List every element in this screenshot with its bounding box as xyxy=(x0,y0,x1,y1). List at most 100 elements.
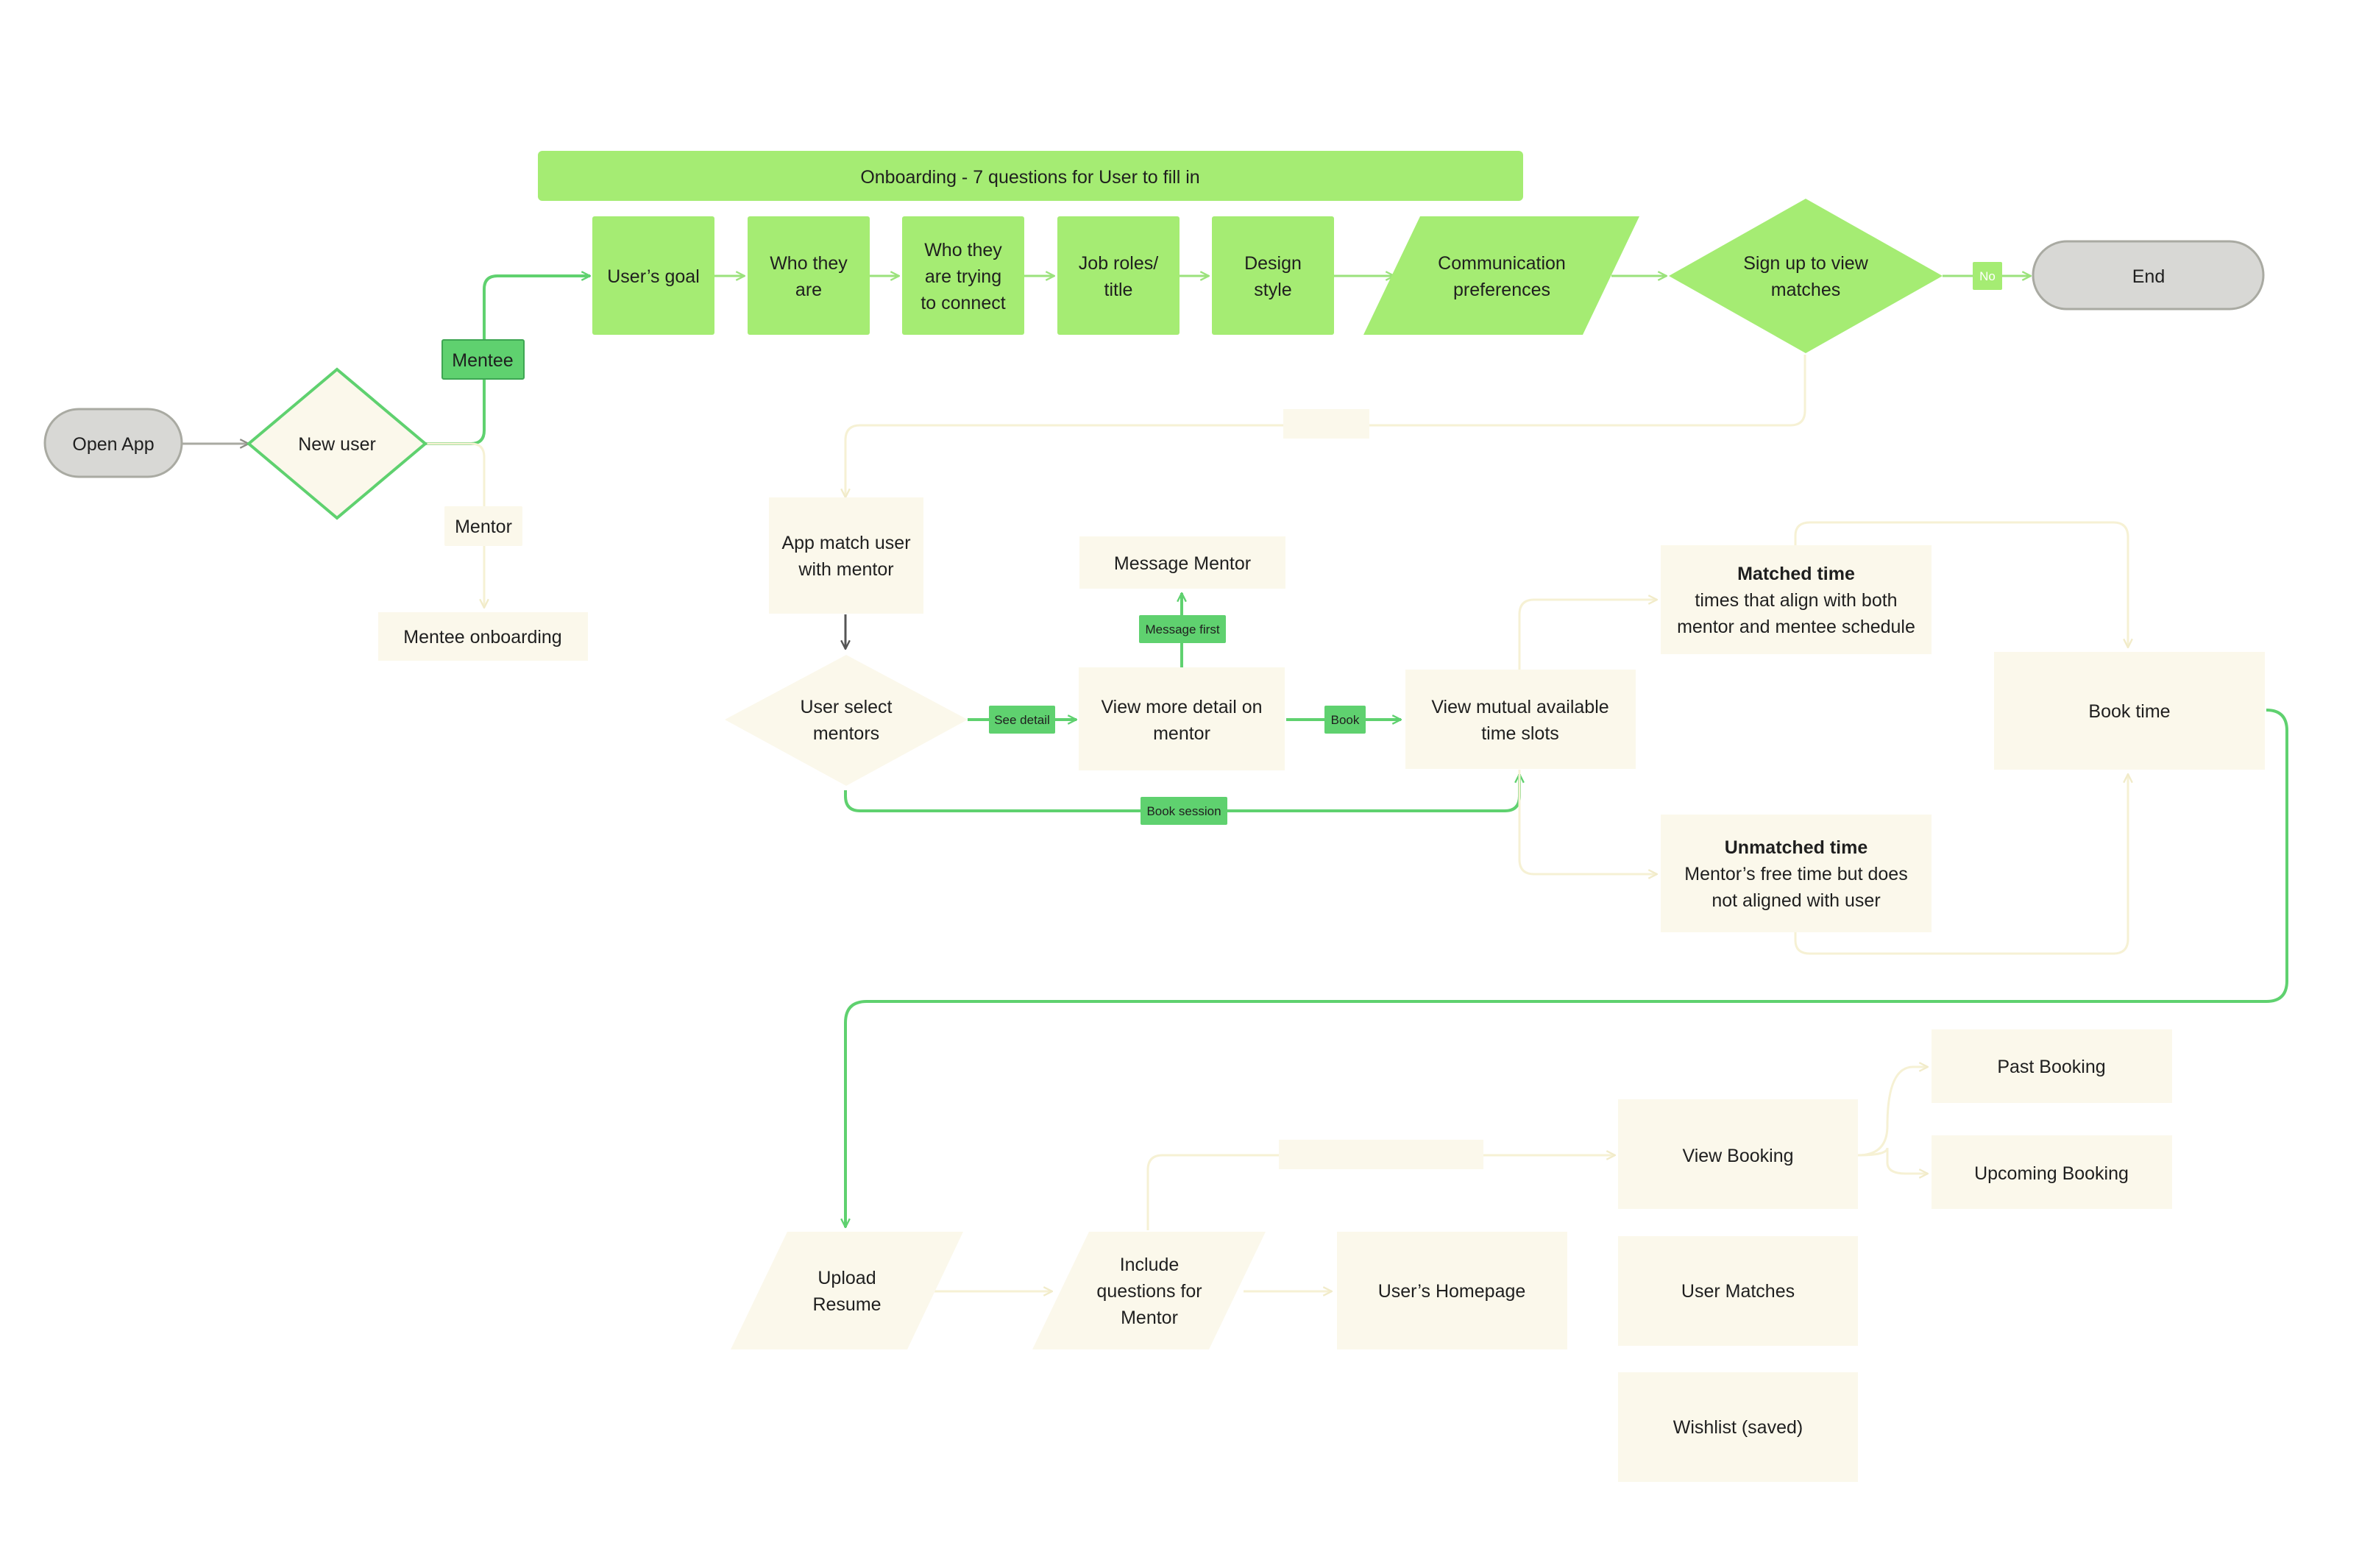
edge-newuser-mentor xyxy=(425,442,484,608)
edge-viewbooking-upcoming xyxy=(1857,1147,1928,1174)
tag-message-first: Message first xyxy=(1139,615,1226,643)
view-detail-line-1: View more detail on xyxy=(1101,697,1262,717)
view-mutual-line-1: View mutual available xyxy=(1431,697,1608,717)
node-book-time[interactable]: Book time xyxy=(1994,652,2265,770)
design-style-line-1: Design xyxy=(1244,253,1302,274)
node-matched-time[interactable]: Matched time times that align with both … xyxy=(1661,545,1932,654)
tag-mentee: Mentee xyxy=(441,339,525,380)
node-include-questions[interactable]: Include questions for Mentor xyxy=(1032,1232,1266,1349)
unmatched-desc-line-1: Mentor’s free time but does xyxy=(1684,864,1907,884)
banner-text: Onboarding - 7 questions for User to fil… xyxy=(860,167,1199,188)
include-line-3: Mentor xyxy=(1121,1308,1178,1328)
unmatched-desc-line-2: not aligned with user xyxy=(1712,890,1880,911)
job-roles-line-2: title xyxy=(1104,280,1133,300)
node-job-roles[interactable]: Job roles/ title xyxy=(1057,216,1180,335)
node-who-they-connect[interactable]: Who they are trying to connect xyxy=(902,216,1024,335)
node-mentee-onboarding[interactable]: Mentee onboarding xyxy=(378,612,588,661)
node-unmatched-time[interactable]: Unmatched time Mentor’s free time but do… xyxy=(1661,815,1932,932)
node-design-style[interactable]: Design style xyxy=(1212,216,1334,335)
design-style-line-2: style xyxy=(1254,280,1291,300)
edge-include-viewbooking xyxy=(1146,1155,1615,1230)
node-upload-resume[interactable]: Upload Resume xyxy=(731,1232,963,1349)
include-line-2: questions for xyxy=(1096,1281,1202,1302)
sign-up-line-1: Sign up to view xyxy=(1743,253,1868,274)
node-view-detail[interactable]: View more detail on mentor xyxy=(1079,667,1285,770)
book-time-label: Book time xyxy=(2088,701,2170,722)
app-match-line-2: with mentor xyxy=(798,559,893,580)
edge-booktime-upload xyxy=(845,709,2288,1227)
communication-line-2: preferences xyxy=(1453,280,1550,300)
who-they-are-line-2: are xyxy=(795,280,822,300)
upload-resume-line-2: Resume xyxy=(812,1294,881,1315)
node-view-booking[interactable]: View Booking xyxy=(1618,1099,1858,1209)
edge-mutual-unmatched xyxy=(1518,770,1657,874)
who-connect-line-3: to connect xyxy=(921,293,1005,313)
onboarding-banner: Onboarding - 7 questions for User to fil… xyxy=(538,151,1523,201)
node-end[interactable]: End xyxy=(2032,240,2265,311)
users-homepage-label: User’s Homepage xyxy=(1378,1281,1526,1302)
node-sign-up[interactable]: Sign up to view matches xyxy=(1669,199,1943,353)
view-mutual-line-2: time slots xyxy=(1481,723,1559,744)
unmatched-title: Unmatched time xyxy=(1725,837,1868,858)
who-connect-line-1: Who they xyxy=(924,240,1002,260)
tag-book: Book xyxy=(1324,706,1366,734)
app-match-line-1: App match user xyxy=(781,533,910,553)
node-message-mentor[interactable]: Message Mentor xyxy=(1079,536,1285,589)
who-connect-line-2: are trying xyxy=(925,266,1001,287)
upcoming-booking-label: Upcoming Booking xyxy=(1974,1163,2129,1184)
edge-viewbooking-past xyxy=(1857,1067,1928,1157)
edge-mutual-matched xyxy=(1518,600,1657,670)
message-first-tag-label: Message first xyxy=(1145,622,1219,636)
tag-book-session: Book session xyxy=(1141,797,1227,825)
job-roles-line-1: Job roles/ xyxy=(1079,253,1158,274)
empty-edge-label xyxy=(1283,409,1369,439)
matched-title: Matched time xyxy=(1737,564,1855,584)
node-communication-preferences[interactable]: Communication preferences xyxy=(1363,216,1639,335)
node-who-they-are[interactable]: Who they are xyxy=(748,216,870,335)
user-select-line-2: mentors xyxy=(813,723,879,744)
node-wishlist[interactable]: Wishlist (saved) xyxy=(1618,1372,1858,1482)
user-matches-label: User Matches xyxy=(1681,1281,1795,1302)
user-select-line-1: User select xyxy=(800,697,892,717)
node-view-mutual[interactable]: View mutual available time slots xyxy=(1405,670,1636,769)
node-users-homepage[interactable]: User’s Homepage xyxy=(1337,1232,1567,1349)
tag-no: No xyxy=(1973,262,2002,290)
message-mentor-label: Message Mentor xyxy=(1114,553,1251,574)
wishlist-label: Wishlist (saved) xyxy=(1673,1417,1803,1438)
mentor-tag-label: Mentor xyxy=(455,517,512,537)
edge-unmatched-booktime xyxy=(1794,774,2128,955)
view-detail-line-2: mentor xyxy=(1153,723,1210,744)
node-app-match[interactable]: App match user with mentor xyxy=(769,497,923,614)
book-tag-label: Book xyxy=(1331,713,1360,727)
book-session-tag-label: Book session xyxy=(1146,804,1221,818)
empty-booking-edge-label xyxy=(1279,1140,1483,1169)
node-new-user[interactable]: New user xyxy=(246,367,428,520)
include-line-1: Include xyxy=(1120,1255,1180,1275)
edge-matched-booktime xyxy=(1794,521,2128,648)
sign-up-line-2: matches xyxy=(1771,280,1840,300)
matched-desc-line-2: mentor and mentee schedule xyxy=(1677,617,1915,637)
mentee-onboarding-label: Mentee onboarding xyxy=(403,627,561,648)
node-open-app[interactable]: Open App xyxy=(43,408,183,478)
past-booking-label: Past Booking xyxy=(1997,1057,2105,1077)
who-they-are-line-1: Who they xyxy=(770,253,848,274)
new-user-label: New user xyxy=(298,434,376,455)
node-user-matches[interactable]: User Matches xyxy=(1618,1236,1858,1346)
view-booking-label: View Booking xyxy=(1682,1146,1793,1166)
tag-see-detail: See detail xyxy=(989,706,1055,734)
tag-mentor: Mentor xyxy=(444,506,522,546)
node-past-booking[interactable]: Past Booking xyxy=(1932,1029,2172,1103)
node-upcoming-booking[interactable]: Upcoming Booking xyxy=(1932,1135,2172,1209)
communication-line-1: Communication xyxy=(1438,253,1566,274)
matched-desc-line-1: times that align with both xyxy=(1695,590,1897,611)
open-app-label: Open App xyxy=(72,434,154,455)
mentee-tag-label: Mentee xyxy=(452,350,513,371)
end-label: End xyxy=(2132,266,2165,287)
node-user-select[interactable]: User select mentors xyxy=(725,655,968,786)
see-detail-tag-label: See detail xyxy=(994,713,1050,727)
no-tag-label: No xyxy=(1979,269,1996,283)
node-users-goal[interactable]: User’s goal xyxy=(592,216,714,335)
upload-resume-line-1: Upload xyxy=(817,1268,876,1288)
